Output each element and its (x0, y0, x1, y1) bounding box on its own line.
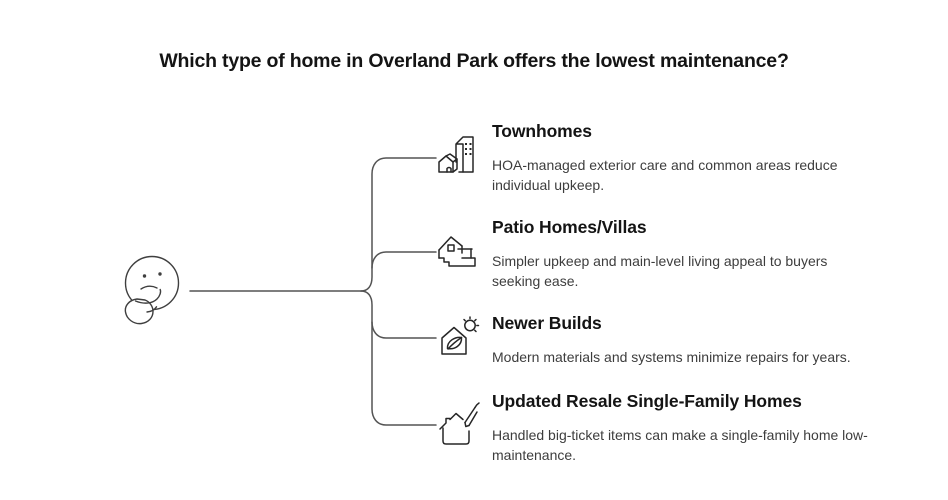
item-heading: Patio Homes/Villas (492, 217, 647, 237)
item-description: Handled big-ticket items can make a sing… (492, 427, 868, 463)
item-description: HOA-managed exterior care and common are… (492, 157, 838, 193)
mindmap-item-townhomes: Townhomes HOA-managed exterior care and … (492, 120, 920, 195)
item-heading: Newer Builds (492, 313, 602, 333)
mindmap-item-updated-resale: Updated Resale Single-Family Homes Handl… (492, 390, 920, 465)
mindmap-item-newer-builds: Newer Builds Modern materials and system… (492, 312, 920, 368)
item-heading: Updated Resale Single-Family Homes (492, 391, 802, 411)
page-title: Which type of home in Overland Park offe… (159, 50, 789, 72)
townhomes-building-icon (435, 132, 481, 178)
eco-home-sun-icon (435, 316, 481, 362)
item-heading: Townhomes (492, 121, 592, 141)
branch-lines (189, 157, 437, 426)
item-description: Simpler upkeep and main-level living app… (492, 253, 828, 289)
patio-home-icon (436, 230, 482, 276)
thinking-face-icon (124, 255, 180, 325)
item-description: Modern materials and systems minimize re… (492, 349, 851, 365)
house-renovation-pen-icon (435, 402, 481, 448)
mindmap-item-patio-homes: Patio Homes/Villas Simpler upkeep and ma… (492, 216, 920, 291)
